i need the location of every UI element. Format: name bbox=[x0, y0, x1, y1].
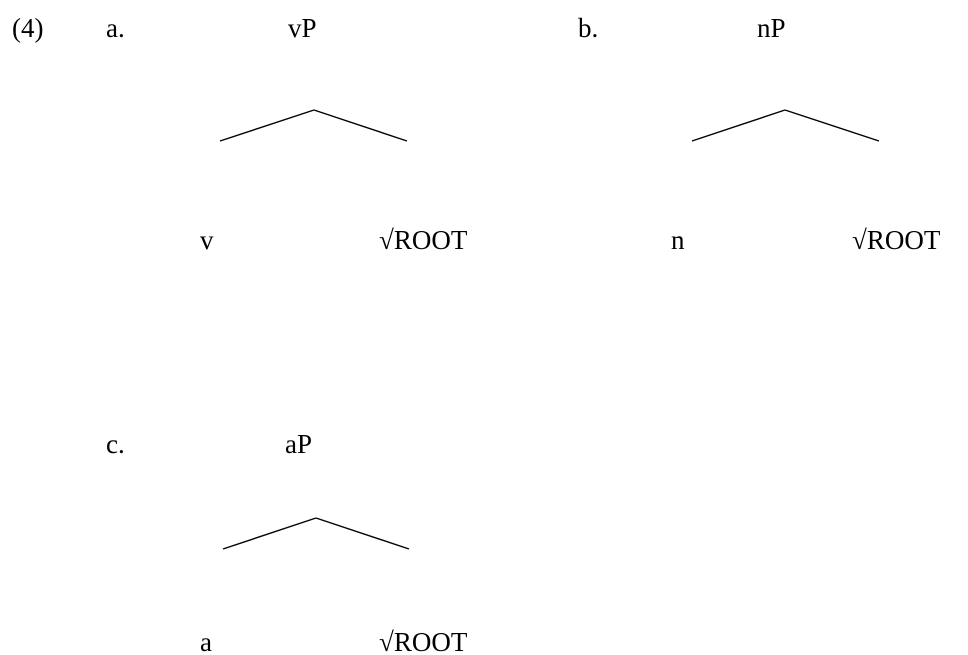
tree-c-left-node: a bbox=[200, 627, 212, 655]
tree-a-right-node: √ROOT bbox=[379, 225, 468, 255]
tree-c-right-branch bbox=[315, 517, 410, 550]
tree-a-root: vP bbox=[288, 13, 317, 43]
tree-a-right-branch bbox=[313, 109, 408, 142]
example-number: (4) bbox=[12, 13, 44, 43]
tree-b-left-branch bbox=[691, 109, 786, 142]
tree-a-left-branch bbox=[219, 109, 315, 142]
tree-b-right-branch bbox=[784, 109, 880, 142]
tree-a-left-node: v bbox=[200, 225, 214, 255]
tree-c-left-branch bbox=[222, 517, 317, 550]
tree-b-root: nP bbox=[757, 13, 786, 43]
tree-c-label: c. bbox=[106, 429, 125, 459]
tree-b-label: b. bbox=[578, 13, 599, 43]
tree-c-right-node: √ROOT bbox=[379, 627, 468, 655]
tree-b-left-node: n bbox=[671, 225, 685, 255]
tree-a-label: a. bbox=[106, 13, 125, 43]
tree-c-root: aP bbox=[285, 429, 312, 459]
tree-b-right-node: √ROOT bbox=[852, 225, 941, 255]
